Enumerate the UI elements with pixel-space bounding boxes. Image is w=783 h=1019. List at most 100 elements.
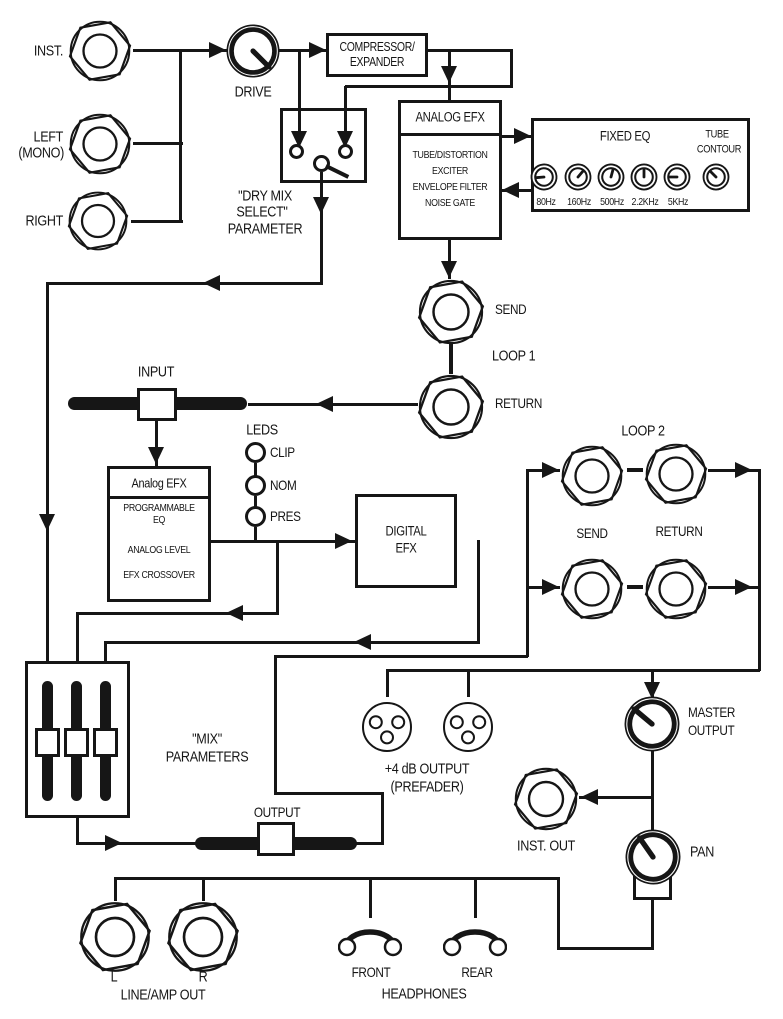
loop1-return-jack-icon	[417, 374, 485, 440]
output-fader-label: OUTPUT	[253, 804, 301, 820]
flow-arrow-icon	[309, 42, 326, 58]
wire	[178, 50, 182, 222]
wire	[154, 420, 158, 466]
mix-fader3-handle	[93, 728, 118, 757]
wire	[650, 899, 654, 949]
analog-efx2-title: Analog EFX	[131, 475, 187, 491]
flow-arrow-icon	[291, 131, 307, 148]
mix-fader1-handle	[35, 728, 60, 757]
wire	[113, 877, 117, 901]
right-jack-icon	[67, 191, 129, 251]
wire	[466, 669, 470, 697]
analog-efx-title: ANALOG EFX	[415, 109, 485, 125]
wire	[248, 402, 418, 406]
wire	[275, 540, 279, 614]
wire	[627, 468, 643, 472]
wire	[368, 877, 372, 918]
compressor-label-2: EXPANDER	[349, 54, 405, 69]
analog-efx-divider	[398, 133, 502, 136]
analog-efx-item-3: ENVELOPE FILTER	[412, 180, 488, 193]
wire	[556, 877, 560, 949]
drive-knob-icon	[213, 11, 292, 90]
flow-arrow-icon	[441, 66, 457, 83]
wire	[278, 48, 328, 52]
loop2-send-label: SEND	[576, 525, 608, 541]
switch-common-icon	[313, 155, 330, 172]
flow-arrow-icon	[337, 131, 353, 148]
loop2-label: LOOP 2	[621, 422, 665, 440]
input-fader-handle	[137, 388, 177, 421]
rear-headphones-icon	[443, 914, 507, 958]
flow-arrow-icon	[316, 396, 333, 412]
wire	[708, 468, 760, 472]
mix-fader2-handle	[64, 728, 89, 757]
analog-efx2-box	[107, 466, 211, 602]
tube-contour-label-2: CONTOUR	[696, 143, 742, 156]
wire	[274, 654, 528, 658]
flow-arrow-icon	[148, 447, 164, 464]
analog-efx-box	[398, 100, 502, 240]
loop2-return-top-jack-icon	[644, 443, 708, 505]
wire	[45, 282, 49, 662]
wire	[114, 876, 560, 880]
wire	[708, 585, 760, 589]
wire	[627, 585, 643, 589]
eq-80hz-knob-icon	[529, 162, 559, 192]
fixed-eq-title: FIXED EQ	[599, 128, 651, 144]
line-out-l-label: L	[110, 968, 118, 986]
mono-jack-label: (MONO)	[18, 144, 64, 162]
wire	[209, 539, 356, 543]
clip-led-icon	[245, 442, 266, 463]
mix-label-1: "MIX"	[192, 730, 222, 748]
loop2-return-label: RETURN	[655, 523, 703, 539]
wire	[76, 841, 198, 845]
rear-headphones-label: REAR	[461, 964, 493, 980]
front-headphones-label: FRONT	[351, 964, 391, 980]
wire	[386, 668, 760, 672]
wire	[449, 344, 453, 374]
flow-arrow-icon	[335, 533, 352, 549]
loop2-send-top-jack-icon	[560, 445, 624, 507]
wire	[104, 640, 480, 644]
wire	[253, 527, 257, 542]
digital-efx-label-2: EFX	[395, 540, 417, 556]
input-fader-label: INPUT	[137, 363, 175, 381]
xlr-label-1: +4 dB OUTPUT	[384, 760, 470, 778]
pan-knob-icon	[613, 817, 694, 898]
flow-arrow-icon	[735, 579, 752, 595]
flow-arrow-icon	[209, 42, 226, 58]
eq-5khz-label: 5KHz	[667, 195, 689, 208]
wire	[201, 877, 205, 901]
dry-mix-label-1: "DRY MIX	[238, 187, 292, 205]
clip-led-label: CLIP	[270, 444, 295, 460]
wire	[380, 792, 384, 844]
switch-contact-right-icon	[338, 144, 353, 159]
analog-efx2-item-1b: EQ	[152, 513, 166, 526]
wire	[133, 141, 183, 145]
eq-80hz-label: 80Hz	[536, 195, 556, 208]
wire	[75, 612, 79, 662]
wire	[75, 816, 79, 844]
wire	[447, 240, 451, 279]
loop2-return-bottom-jack-icon	[644, 558, 708, 620]
compressor-expander-box	[326, 33, 428, 77]
tube-contour-label-1: TUBE	[705, 128, 729, 141]
left-mono-jack-icon	[68, 113, 132, 175]
flow-arrow-icon	[203, 275, 220, 291]
wire	[428, 48, 513, 52]
nom-led-label: NOM	[270, 477, 297, 493]
pan-label: PAN	[690, 843, 714, 861]
inst-jack-icon	[68, 20, 132, 82]
digital-efx-label-1: DIGITAL	[385, 523, 427, 539]
wire	[385, 669, 389, 697]
leds-title: LEDS	[246, 421, 278, 439]
line-out-l-jack-icon	[79, 901, 151, 973]
right-jack-label: RIGHT	[25, 212, 63, 230]
analog-efx2-divider	[107, 496, 211, 499]
flow-arrow-icon	[581, 789, 598, 805]
flow-arrow-icon	[39, 514, 55, 531]
loop1-return-label: RETURN	[495, 395, 542, 411]
master-label-1: MASTER	[688, 704, 736, 720]
flow-arrow-icon	[226, 605, 243, 621]
